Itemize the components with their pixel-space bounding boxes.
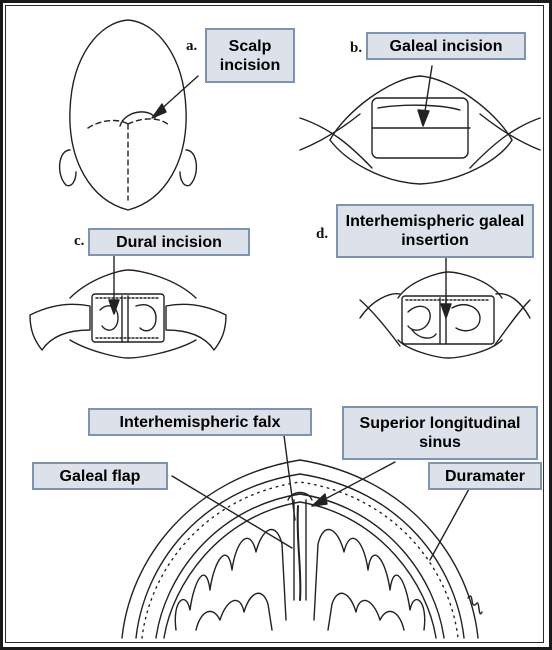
arrow-galeal	[418, 66, 432, 126]
panel-letter-d: d.	[316, 226, 328, 243]
panel-letter-b: b.	[350, 40, 362, 57]
label-galeal-incision: Galeal incision	[366, 32, 526, 60]
panel-letter-c: c.	[74, 233, 84, 250]
galeal-incision-drawing	[300, 76, 540, 184]
label-duramater: Duramater	[428, 462, 542, 490]
label-dural-incision: Dural incision	[88, 228, 250, 256]
dural-incision-drawing	[30, 270, 226, 358]
label-interhemispheric-galeal-insertion: Interhemispheric galeal insertion	[336, 204, 534, 258]
panel-letter-a: a.	[186, 38, 197, 55]
coronal-brain-section	[122, 460, 478, 638]
label-scalp-incision: Scalp incision	[205, 28, 295, 83]
head-top-view	[60, 20, 197, 210]
arrow-dural	[109, 254, 119, 314]
arrow-insertion	[441, 256, 451, 318]
label-superior-longitudinal-sinus: Superior longitudinal sinus	[342, 406, 538, 460]
label-galeal-flap: Galeal flap	[32, 462, 168, 490]
label-interhemispheric-falx: Interhemispheric falx	[88, 408, 312, 436]
arrow-scalp	[152, 76, 198, 118]
